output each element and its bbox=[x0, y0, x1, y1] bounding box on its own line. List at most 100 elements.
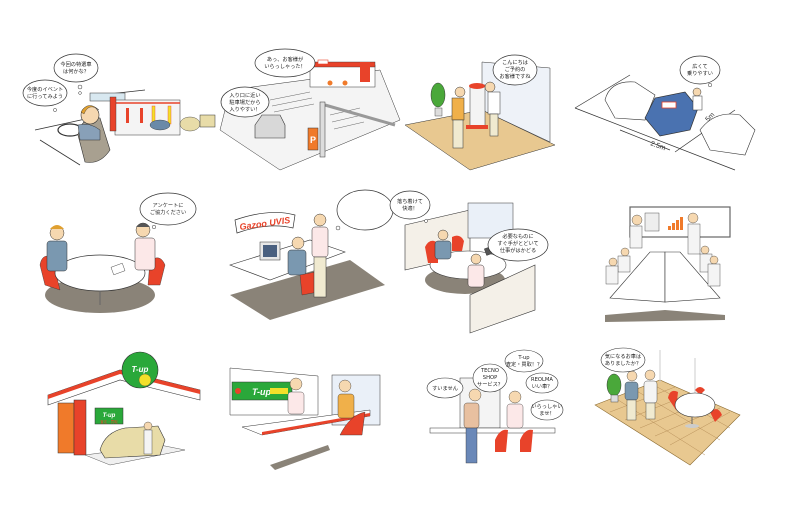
service-counter-illustration: すいません TECNO SHOP サービス？ T-up 査定・買取！？ REOL… bbox=[426, 349, 564, 464]
parking-lot-illustration: P あっ、お客様が いらっしゃった！ 入り口に近い 駐車場だから 入りやすい！ bbox=[199, 48, 401, 171]
banner-tag bbox=[270, 388, 288, 394]
red-chair bbox=[452, 235, 464, 251]
customer-body bbox=[451, 97, 465, 121]
staff-hair bbox=[136, 223, 150, 227]
round-table bbox=[674, 392, 716, 418]
red-stool bbox=[495, 429, 508, 452]
gazoo-uvis-banner bbox=[234, 212, 296, 234]
customer-body bbox=[46, 240, 68, 272]
survey-paper bbox=[110, 262, 126, 276]
bubble-line: 駐車場だから bbox=[229, 98, 260, 106]
dealer-pillar bbox=[109, 96, 117, 132]
store-pillar bbox=[57, 402, 75, 454]
parking-sign bbox=[307, 127, 319, 151]
panel-wide-parking: 2.5m 5m 広くて 乗りやすい bbox=[570, 30, 770, 180]
floor-shadow bbox=[605, 310, 725, 322]
gate-bar bbox=[324, 103, 396, 127]
clerk-figure bbox=[289, 377, 303, 391]
thought-bubble: 広くて 乗りやすい bbox=[679, 55, 721, 88]
red-chair bbox=[39, 255, 61, 291]
thought-bubble: 今度のイベント に行ってみよう bbox=[22, 79, 68, 112]
banner-flag bbox=[126, 108, 129, 123]
potted-plant bbox=[430, 82, 446, 108]
bubble-line: すぐ手がとどいて bbox=[497, 239, 538, 247]
meeting-room-illustration bbox=[605, 206, 731, 322]
bubble-line: は何かな？ bbox=[63, 67, 89, 75]
round-table bbox=[54, 254, 146, 292]
windshield bbox=[89, 92, 126, 102]
drive-in-illustration: 今回の特選車 は何かな？ 今度のイベント に行ってみよう bbox=[22, 53, 201, 166]
speech-bubble: 気になるお車は ありましたか？ bbox=[600, 347, 646, 373]
bubble-line: 必要なものに bbox=[502, 232, 533, 240]
speech-bubble: REOLMA いい車？ bbox=[525, 372, 559, 394]
clerk-body bbox=[287, 391, 305, 415]
wide-parking-illustration: 2.5m 5m 広くて 乗りやすい bbox=[574, 55, 756, 171]
customer-figure bbox=[454, 86, 466, 98]
staff-body bbox=[487, 91, 501, 115]
dealer-logo-sign bbox=[317, 59, 329, 65]
empty-thought-bubble bbox=[335, 189, 394, 231]
t-up-banner-label: T-up bbox=[252, 387, 271, 397]
gazoo-uvis-illustration: Gazoo UVIS bbox=[229, 189, 394, 320]
customer-figure bbox=[626, 370, 638, 382]
floor-shadow bbox=[270, 445, 330, 470]
panel-office-desk: 落ち着けて 快適！ 必要なものに すぐ手がとどいて 仕事がはかどる bbox=[389, 185, 580, 335]
length-dimension: 5m bbox=[704, 111, 716, 123]
driver-hair bbox=[80, 105, 100, 115]
bubble-line: T-up bbox=[517, 355, 530, 361]
customer-body bbox=[692, 95, 703, 111]
staff-body bbox=[643, 380, 658, 404]
t-up-sign-label: T-up bbox=[132, 365, 149, 374]
bubble-line: SHOP bbox=[483, 375, 497, 381]
bubble-line: サービス？ bbox=[477, 380, 503, 388]
worker-body bbox=[467, 264, 485, 288]
panel-meeting-room bbox=[580, 190, 780, 340]
t-up-subsign: 査定・買取 bbox=[100, 419, 118, 424]
approaching-car bbox=[199, 114, 216, 128]
bar-chart-poster bbox=[668, 217, 683, 230]
dashboard-line bbox=[34, 117, 91, 131]
survey-table-illustration: アンケートに ご協力ください bbox=[39, 192, 197, 313]
width-dimension: 2.5m bbox=[649, 140, 666, 152]
document-pinned bbox=[644, 212, 660, 232]
bubble-line: 落ち着けて bbox=[397, 197, 423, 205]
staff-figure bbox=[644, 369, 656, 381]
bubble-line: 仕事がはかどる bbox=[500, 246, 536, 254]
welcome-board-base bbox=[466, 125, 488, 129]
t-up-mascot-icon bbox=[235, 388, 241, 394]
welcome-board bbox=[469, 84, 486, 128]
staff-legs bbox=[313, 256, 327, 298]
customer-body bbox=[337, 393, 355, 419]
customer-legs bbox=[465, 427, 478, 464]
bubble-line: いらっしゃい bbox=[531, 403, 562, 410]
speech-bubble: すいません bbox=[426, 377, 464, 399]
gate-post bbox=[319, 101, 326, 158]
plant-pot bbox=[610, 394, 619, 403]
bubble-line: 入り口に近い bbox=[229, 91, 260, 99]
reception-counter bbox=[429, 427, 556, 434]
panel-t-up-counter: T-up bbox=[200, 340, 400, 515]
red-chair bbox=[339, 411, 366, 436]
conference-table bbox=[664, 251, 721, 303]
counter-trim bbox=[262, 413, 370, 435]
customer-figure bbox=[692, 87, 702, 97]
speech-bubble: こんにちは ご予約の お客様ですね bbox=[492, 54, 538, 86]
patio-chair bbox=[327, 80, 333, 86]
bubble-line: ありましたか？ bbox=[605, 360, 641, 367]
red-stool bbox=[520, 429, 533, 452]
speech-bubble: あっ、お客様が いらっしゃった！ bbox=[254, 48, 316, 78]
bubble-line: 今度のイベント bbox=[27, 85, 63, 93]
t-up-sign-badge bbox=[138, 373, 152, 387]
panel-reception: こんにちは ご予約の お客様ですね bbox=[400, 40, 575, 175]
banner-flag bbox=[167, 105, 172, 125]
parked-car-outline bbox=[699, 113, 756, 156]
table-base bbox=[685, 424, 699, 428]
staff-figure bbox=[484, 81, 496, 93]
parked-car bbox=[149, 119, 171, 131]
operator-body bbox=[287, 249, 307, 276]
operator-figure bbox=[291, 236, 305, 250]
thought-bubble: 今回の特選車 は何かな？ bbox=[53, 53, 99, 95]
speech-bubble: T-up 査定・買取！？ bbox=[504, 349, 544, 373]
bubble-line: 快適！ bbox=[402, 204, 418, 212]
bubble-line: アンケートに bbox=[153, 202, 184, 209]
